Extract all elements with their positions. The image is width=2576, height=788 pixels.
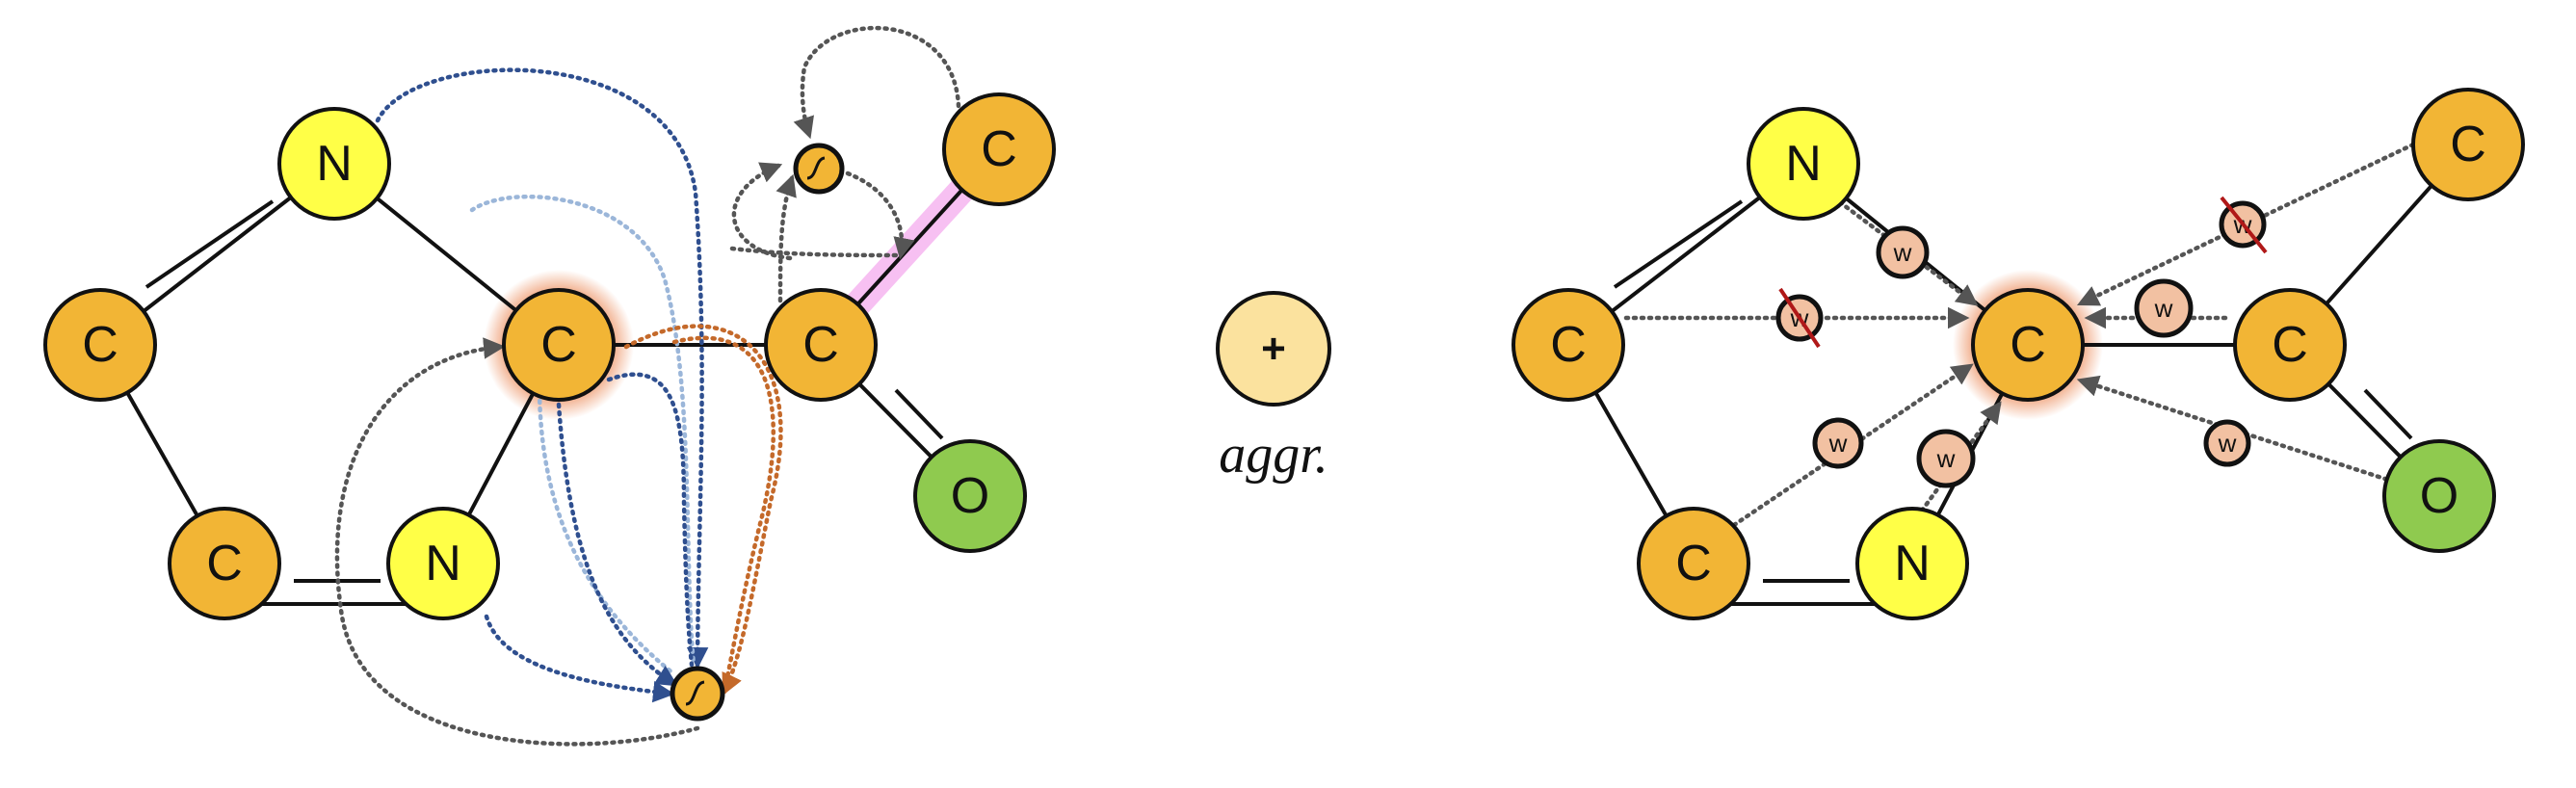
weight-node: w [1916, 429, 1976, 488]
edge-c4-to-sigma-2 [671, 335, 776, 695]
atom-n1-label: N [1785, 136, 1822, 192]
atom-c2-center: C [1971, 288, 2085, 402]
sigmoid-icon [793, 143, 845, 195]
atom-c5: C [2411, 88, 2525, 201]
atom-o: O [2382, 439, 2496, 553]
weight-node: w [1812, 417, 1864, 469]
weight-label: w [1893, 238, 1912, 267]
atom-c1-label: C [82, 317, 118, 373]
edge-upper-to-c4 [729, 246, 904, 258]
sigmoid-icon [670, 666, 725, 722]
bond-c4-o-double [894, 388, 944, 440]
bond-c1-n1-double [1613, 199, 1744, 289]
atom-c5-label: C [2450, 117, 2486, 172]
bond-c1-n1-double [145, 199, 275, 289]
weight-node: w [2134, 278, 2194, 338]
weight-node-removed: w [1775, 287, 1824, 349]
edge-c5-to-upper-sigma [793, 25, 961, 140]
right-molecule-graph: C N C C N C C O [1511, 88, 2525, 620]
edge-c1-to-sigma-light [469, 194, 697, 668]
atom-c2-label: C [540, 317, 577, 373]
edge-c2-to-sigma-right [606, 372, 695, 668]
atom-c4: C [764, 288, 878, 402]
atom-o-label: O [951, 468, 989, 524]
atom-n2: N [386, 507, 500, 620]
atom-n2-label: N [1894, 536, 1931, 591]
edge-c2-to-sigma-light [537, 382, 677, 677]
weight-node-removed: w [2219, 196, 2268, 254]
atom-n2: N [1855, 507, 1969, 620]
aggregation-label: aggr. [1219, 425, 1328, 485]
atom-c2-label: C [2010, 317, 2046, 373]
atom-n2-label: N [425, 536, 461, 591]
edge-upper-sigma-loop [731, 162, 793, 261]
atom-c5-label: C [981, 121, 1017, 177]
edge-upper-sigma-out [845, 171, 915, 260]
atom-c3-label: C [206, 536, 243, 591]
atom-n1: N [277, 107, 391, 221]
atom-c2-center: C [502, 288, 616, 402]
atom-c1: C [43, 288, 157, 402]
atom-n1-label: N [316, 136, 353, 192]
edge-c4-to-upper-sigma [775, 173, 797, 303]
atom-c1-label: C [1550, 317, 1587, 373]
weight-label: w [2218, 429, 2237, 458]
atom-c3-label: C [1675, 536, 1712, 591]
atom-o-label: O [2420, 468, 2458, 524]
atom-c3: C [168, 507, 281, 620]
edge-c2-to-sigma [556, 402, 678, 687]
weight-label: w [1828, 429, 1848, 458]
removed-mark [1778, 287, 1821, 349]
left-molecule-graph: C N C C N C C O [43, 25, 1056, 747]
edge-n2-to-sigma [484, 614, 675, 703]
atom-c4-label: C [2272, 317, 2308, 373]
edge-c4-to-sigma [623, 324, 783, 696]
atom-c4-label: C [802, 317, 839, 373]
atom-c4: C [2233, 288, 2347, 402]
bond-c4-o-double [2363, 388, 2413, 440]
aggregation-operator: + aggr. [1216, 291, 1331, 485]
removed-mark [2220, 196, 2268, 254]
weight-node: w [2203, 419, 2251, 467]
atom-c1: C [1511, 288, 1625, 402]
edge-n1-to-sigma [375, 67, 709, 670]
atom-c5: C [942, 92, 1056, 206]
weight-label: w [1936, 444, 1956, 473]
atom-n1: N [1747, 107, 1860, 221]
weight-label: w [2154, 294, 2173, 323]
weight-node: w [1876, 225, 1930, 279]
edge-sigma-loop [334, 337, 700, 747]
atom-o: O [913, 439, 1027, 553]
atom-c3: C [1637, 507, 1750, 620]
plus-symbol: + [1261, 326, 1286, 373]
